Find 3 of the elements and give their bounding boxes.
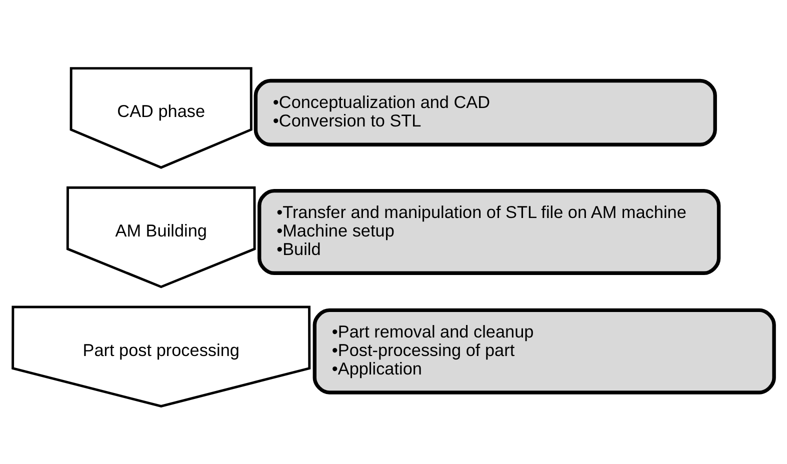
node-box: •Conceptualization and CAD •Conversion to STL xyxy=(254,78,717,146)
node-box: •Part removal and cleanup •Post-processing of part •Application xyxy=(312,308,776,394)
node-box: •Transfer and manipulation of STL file on AM machine •Machine setup •Build xyxy=(258,189,721,275)
